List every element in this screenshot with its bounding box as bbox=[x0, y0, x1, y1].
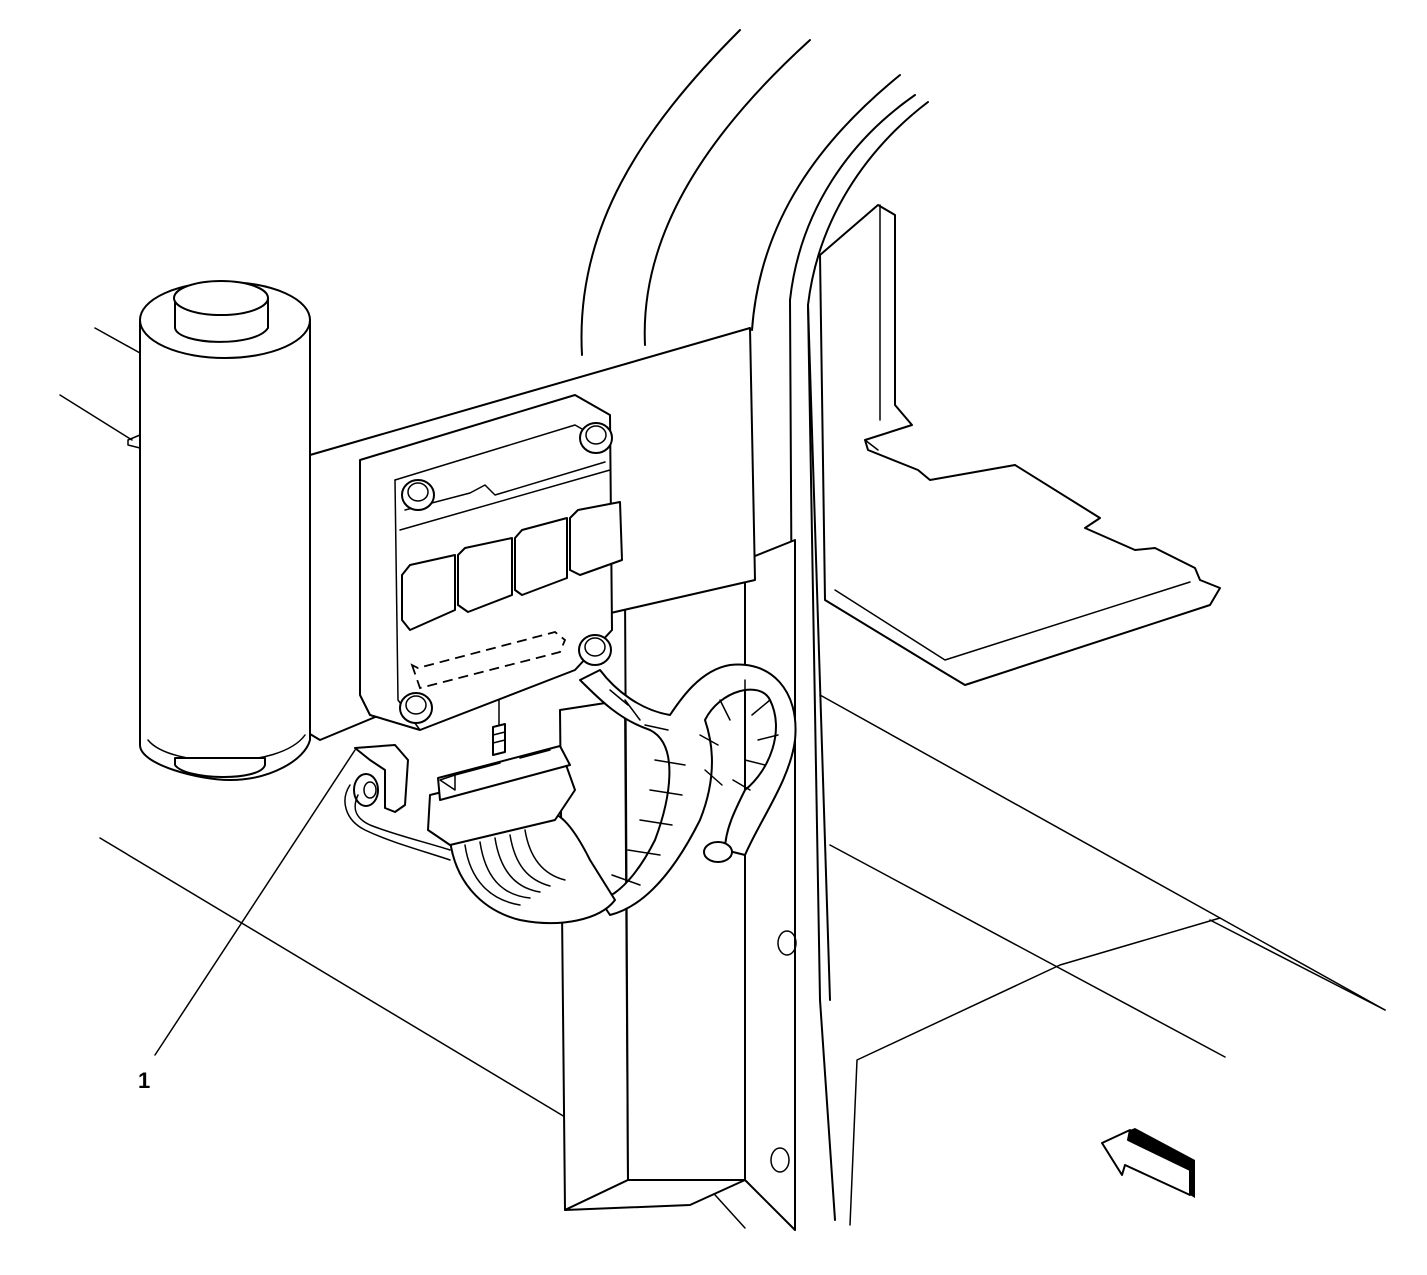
bolt-top-right bbox=[579, 422, 613, 454]
connector-assembly bbox=[427, 699, 616, 925]
vertical-frame bbox=[559, 539, 797, 1231]
frame-hole-lower bbox=[770, 1147, 790, 1173]
callout-1-leader bbox=[154, 749, 356, 1056]
bolt-top-left bbox=[401, 479, 435, 511]
callout-1-label: 1 bbox=[138, 1068, 150, 1093]
right-bracket bbox=[819, 204, 1221, 686]
frame-hole-upper bbox=[777, 930, 797, 956]
control-module bbox=[359, 394, 623, 731]
cylinder-canister bbox=[127, 280, 311, 781]
bolt-bottom-right bbox=[578, 634, 612, 666]
view-direction-arrow-icon bbox=[1101, 1128, 1195, 1198]
bolt-bottom-left bbox=[399, 692, 433, 724]
wiring-harness bbox=[579, 663, 797, 916]
harness-clip bbox=[344, 744, 451, 861]
